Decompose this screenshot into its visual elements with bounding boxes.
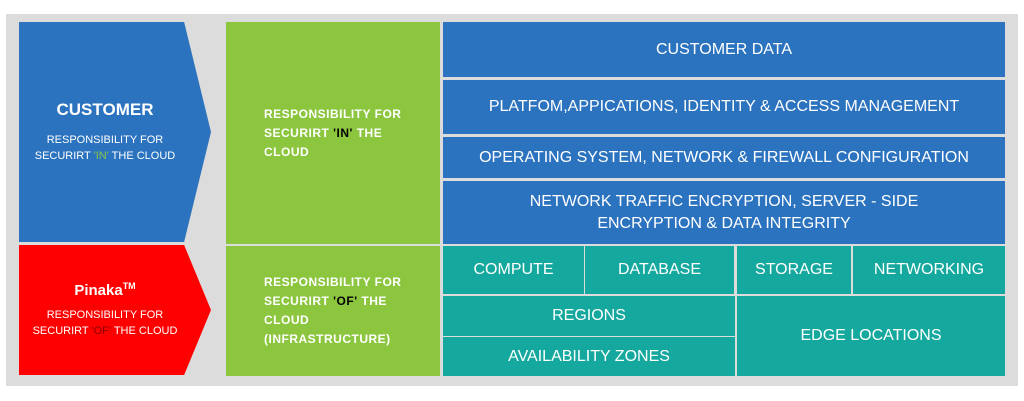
encryption-line2: ENCRYPTION & DATA INTEGRITY <box>597 214 851 232</box>
encryption-line1: NETWORK TRAFFIC ENCRYPTION, SERVER - SID… <box>529 192 919 210</box>
green-bottom-line2: SECURIRT 'OF' THE <box>264 292 440 311</box>
responsibility-of-cloud-box: RESPONSIBILITY FOR SECURIRT 'OF' THE CLO… <box>226 246 440 376</box>
customer-subtitle-post: THE CLOUD <box>108 150 176 162</box>
regions-cell: REGIONS <box>443 296 735 336</box>
availability-zones-cell: AVAILABILITY ZONES <box>443 337 735 376</box>
customer-subtitle-highlight: 'IN' <box>93 150 109 162</box>
edge-locations-cell: EDGE LOCATIONS <box>737 296 1005 376</box>
pinaka-subtitle: RESPONSIBILITY FOR SECURIRT 'OF' THE CLO… <box>33 307 178 339</box>
green-bottom-highlight: 'OF' <box>333 294 358 308</box>
green-bottom-line3: CLOUD <box>264 313 310 327</box>
green-top-line2-post: THE <box>352 125 383 140</box>
green-bottom-line2-post: THE <box>357 294 387 308</box>
pinaka-subtitle-highlight: 'OF' <box>91 325 111 337</box>
customer-subtitle: RESPONSIBILITY FOR SECURIRT 'IN' THE CLO… <box>35 132 176 164</box>
pinaka-subtitle-line1: RESPONSIBILITY FOR <box>46 309 164 321</box>
networking-cell: NETWORKING <box>853 246 1005 294</box>
green-top-line2: SECURIRT 'IN' THE <box>264 124 440 143</box>
customer-arrow: CUSTOMER RESPONSIBILITY FOR SECURIRT 'IN… <box>19 22 211 242</box>
responsibility-in-cloud-box: RESPONSIBILITY FOR SECURIRT 'IN' THE CLO… <box>226 22 440 244</box>
pinaka-arrow: PinakaTM RESPONSIBILITY FOR SECURIRT 'OF… <box>19 245 211 375</box>
green-top-line3: CLOUD <box>264 144 310 159</box>
customer-title: CUSTOMER <box>56 100 154 119</box>
customer-subtitle-pre: SECURIRT <box>34 150 94 162</box>
compute-cell: COMPUTE <box>443 246 584 294</box>
pinaka-subtitle-pre: SECURIRT <box>32 325 92 337</box>
customer-subtitle-line1: RESPONSIBILITY FOR <box>46 134 164 146</box>
green-bottom-line1: RESPONSIBILITY FOR <box>264 275 402 289</box>
green-top-line2-pre: SECURIRT <box>264 125 334 140</box>
encryption-layer: NETWORK TRAFFIC ENCRYPTION, SERVER - SID… <box>443 181 1005 244</box>
customer-data-layer: CUSTOMER DATA <box>443 22 1005 77</box>
platform-layer: PLATFOM,APPICATIONS, IDENTITY & ACCESS M… <box>443 80 1005 134</box>
database-cell: DATABASE <box>585 246 734 294</box>
green-bottom-line4: (INFRASTRUCTURE) <box>264 332 391 346</box>
green-top-highlight: 'IN' <box>333 125 353 140</box>
pinaka-subtitle-post: THE CLOUD <box>110 325 178 337</box>
trademark-mark: TM <box>122 281 136 291</box>
storage-cell: STORAGE <box>737 246 851 294</box>
pinaka-title: PinakaTM <box>74 281 135 299</box>
os-network-layer: OPERATING SYSTEM, NETWORK & FIREWALL CON… <box>443 137 1005 178</box>
pinaka-name: Pinaka <box>74 282 123 299</box>
green-top-line1: RESPONSIBILITY FOR <box>264 106 402 121</box>
green-bottom-line2-pre: SECURIRT <box>264 294 334 308</box>
